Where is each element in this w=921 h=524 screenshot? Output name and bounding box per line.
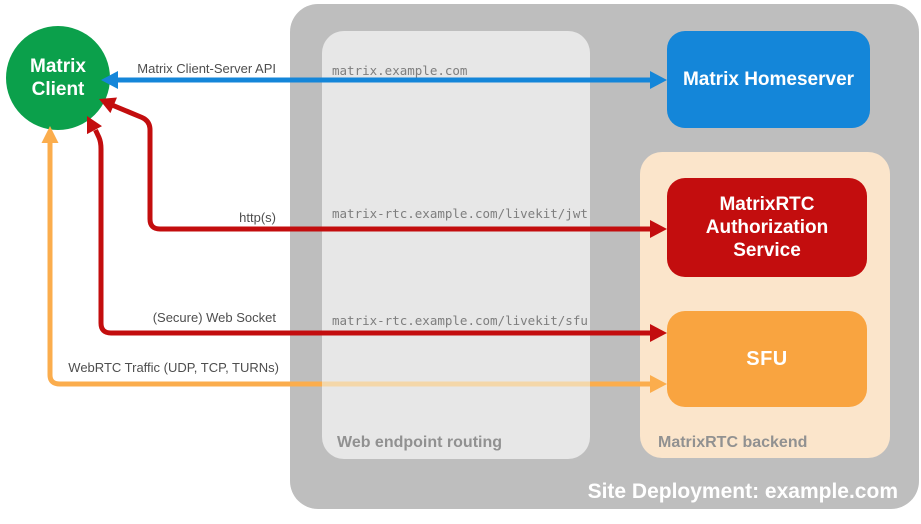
webrtc-traffic-label: WebRTC Traffic (UDP, TCP, TURNs) (68, 360, 279, 375)
matrix-homeserver-node: Matrix Homeserver (667, 31, 870, 128)
https-label: http(s) (239, 210, 276, 225)
endpoint-livekit-jwt: matrix-rtc.example.com/livekit/jwt (332, 206, 588, 221)
endpoint-matrix: matrix.example.com (332, 63, 468, 78)
web-endpoint-routing-box (322, 31, 590, 459)
site-deployment-title: Site Deployment: example.com (587, 480, 898, 503)
web-endpoint-routing-label: Web endpoint routing (337, 434, 503, 451)
client-server-api-label: Matrix Client-Server API (137, 61, 276, 76)
endpoint-livekit-sfu: matrix-rtc.example.com/livekit/sfu (332, 313, 588, 328)
sfu-node: SFU (667, 311, 867, 407)
matrixrtc-authorization-service-node: MatrixRTC Authorization Service (667, 178, 867, 277)
websocket-label: (Secure) Web Socket (152, 310, 276, 325)
matrixrtc-backend-label: MatrixRTC backend (658, 434, 808, 451)
